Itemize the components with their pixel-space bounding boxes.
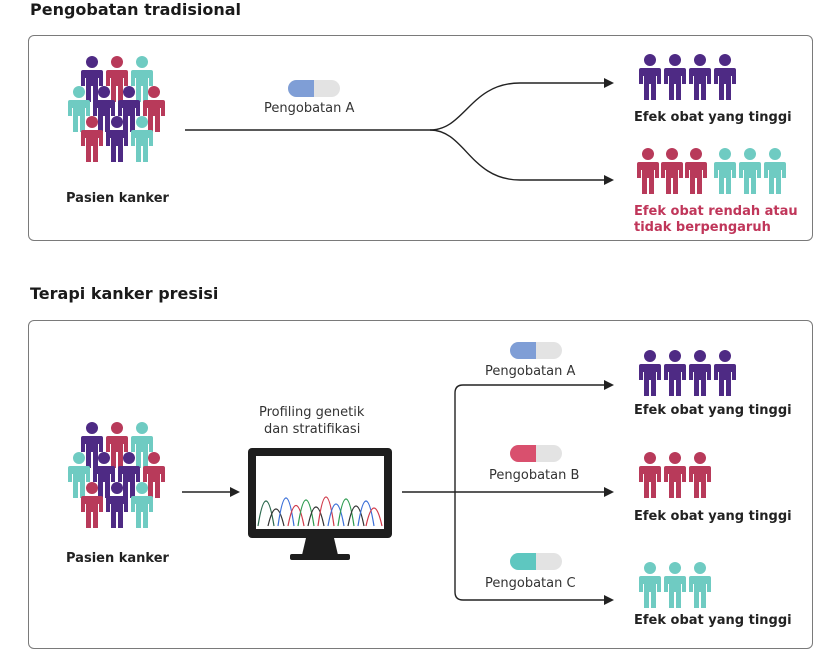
chromatogram-peaks xyxy=(257,496,383,527)
patient-crowd-precision xyxy=(68,422,165,528)
profiling-label-line1: Profiling genetik xyxy=(259,405,365,420)
outcome-a-label: Efek obat yang tinggi xyxy=(634,403,792,418)
group-b-responders xyxy=(639,452,711,498)
patients-label: Pasien kanker xyxy=(66,191,169,206)
patient-crowd-traditional xyxy=(68,56,165,162)
responders-group xyxy=(639,54,736,100)
outcome-low-label-line1: Efek obat rendah atau xyxy=(634,204,798,219)
group-a-responders xyxy=(639,350,736,396)
pill-a-icon xyxy=(510,342,562,359)
pill-b-icon xyxy=(510,445,562,462)
treatment-b-label: Pengobatan B xyxy=(489,468,580,483)
pill-icon xyxy=(288,80,340,97)
patients-label: Pasien kanker xyxy=(66,551,169,566)
pill-c-icon xyxy=(510,553,562,570)
treatment-a-label: Pengobatan A xyxy=(264,101,355,116)
monitor-icon xyxy=(248,448,392,560)
outcome-low-label-line2: tidak berpengaruh xyxy=(634,220,771,235)
group-c-responders xyxy=(639,562,711,608)
non-responders-group xyxy=(637,148,786,194)
outcome-b-label: Efek obat yang tinggi xyxy=(634,509,792,524)
precision-flow-arrows xyxy=(402,380,614,605)
treatment-a-label: Pengobatan A xyxy=(485,364,576,379)
traditional-title: Pengobatan tradisional xyxy=(30,0,242,19)
outcome-high-label: Efek obat yang tinggi xyxy=(634,110,792,125)
profiling-label-line2: dan stratifikasi xyxy=(264,422,361,437)
precision-title: Terapi kanker presisi xyxy=(30,284,219,303)
outcome-c-label: Efek obat yang tinggi xyxy=(634,613,792,628)
traditional-flow-arrows xyxy=(185,78,614,185)
treatment-c-label: Pengobatan C xyxy=(485,576,576,591)
